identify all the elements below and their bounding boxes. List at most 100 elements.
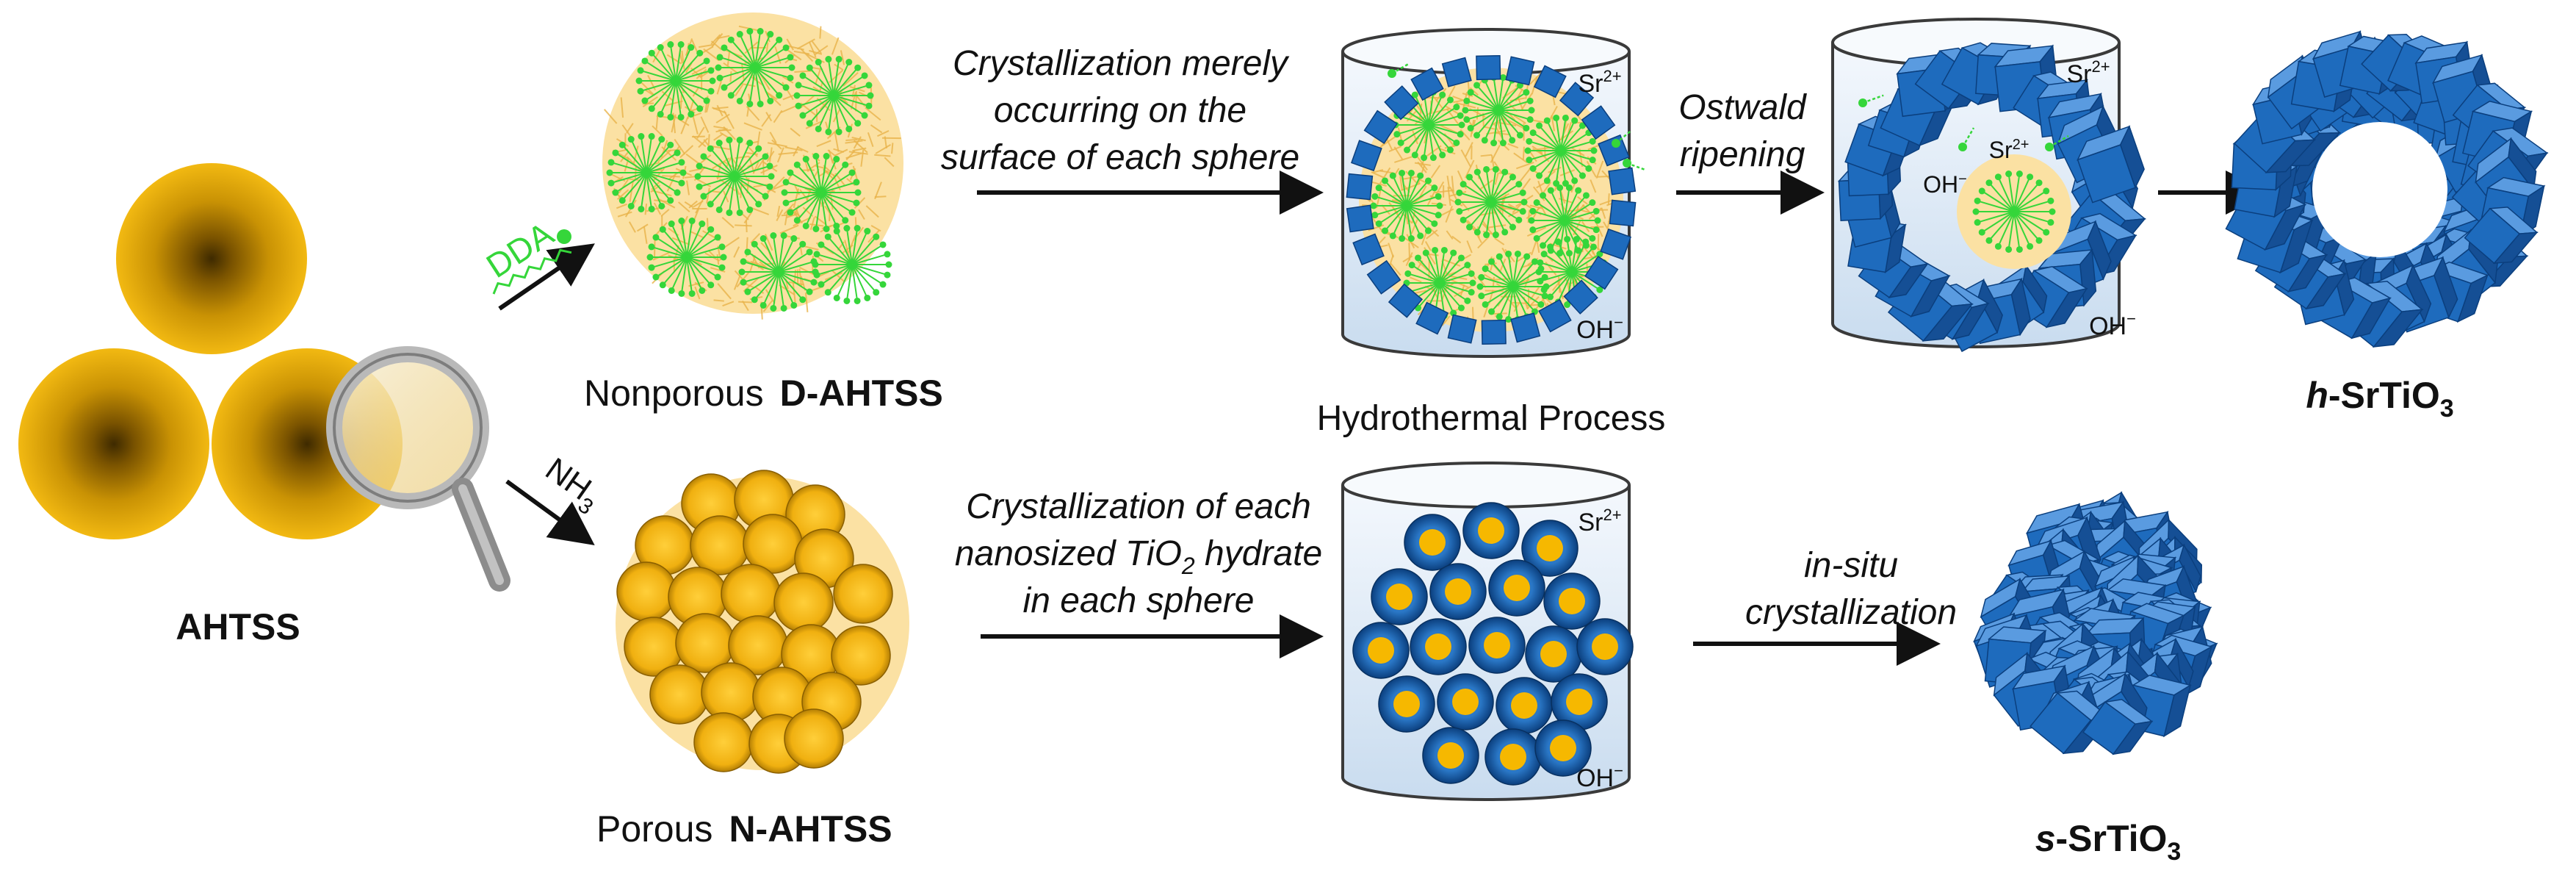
core-shell-particle: [1484, 728, 1542, 786]
dda-micelle: [738, 232, 819, 312]
core-shell-particle: [1410, 618, 1467, 675]
h-srtio3-hollow-sphere: [2225, 29, 2549, 348]
srtio3-nucleus: [1581, 105, 1616, 140]
dda-micelle: [781, 153, 862, 232]
n-ahtss-name: N-AHTSS: [729, 808, 892, 850]
srtio3-nucleus: [1447, 314, 1477, 344]
core-shell-particle: [1404, 514, 1461, 571]
s-srtio3-solid-sphere: [1973, 491, 2218, 755]
beaker-top-2: Sr2+ Sr2+ OH− OH−: [1831, 18, 2146, 353]
dda-micelle: [1454, 165, 1528, 239]
tio2-nanosphere: [701, 662, 761, 722]
beaker-top-1: Sr2+ OH−: [1341, 28, 1647, 358]
d-ahtss-label: Nonporous D-AHTSS: [584, 373, 943, 414]
tio2-nanospheres: [616, 470, 893, 774]
srtio3-nucleus: [1415, 301, 1449, 335]
dda-micelle: [646, 218, 727, 297]
srtio3-nucleus: [1366, 259, 1401, 295]
dda-micelle-core: [1972, 170, 2056, 253]
ahtss-sphere-left: [18, 348, 209, 539]
sr-ion-label: Sr2+: [2066, 57, 2110, 88]
ostwald-line-2: ripening: [1680, 135, 1805, 174]
released-dda-molecules: [1388, 62, 1647, 171]
oh-ion-label: OH−: [1576, 313, 1623, 344]
srtio3-nucleus: [1346, 204, 1374, 233]
bottom-step-caption: Crystallization of each nanosized TiO2 h…: [955, 487, 1322, 620]
dda-micelle: [635, 41, 716, 121]
srtio3-nucleus: [1598, 134, 1630, 167]
dda-micelle: [1370, 169, 1443, 243]
core-shell-particle: [1352, 622, 1410, 679]
dda-molecule: [1858, 94, 1884, 107]
released-dda-molecules: [1858, 94, 2069, 151]
tio2-nanosphere: [784, 708, 844, 769]
dda-micelle: [793, 56, 874, 135]
srtio3-nucleus: [1608, 167, 1637, 195]
oh-ion-label: OH−: [2089, 309, 2136, 340]
top-step-line-1: Crystallization merely: [953, 44, 1290, 83]
tio2-nanosphere: [693, 712, 754, 772]
tio2-nanosphere: [616, 561, 677, 622]
srtio3-nucleus: [1584, 255, 1619, 290]
sr-ion-label: Sr2+: [1578, 506, 1621, 536]
srtio3-cube: [2077, 125, 2145, 204]
srtio3-nucleus: [1559, 82, 1595, 117]
d-ahtss-name: D-AHTSS: [780, 373, 943, 414]
dda-micelle: [715, 28, 795, 107]
core-shell-particle: [1525, 625, 1582, 683]
tio2-nanosphere: [721, 564, 781, 624]
dda-molecule: [1388, 62, 1410, 78]
top-step-line-3: surface of each sphere: [941, 138, 1299, 177]
srtio3-nucleus: [1510, 312, 1541, 343]
srtio3-nucleus: [1505, 56, 1535, 86]
bottom-step-line-1: Crystallization of each: [966, 487, 1311, 526]
core-shell-particle: [1378, 675, 1435, 733]
tio2-nanosphere: [773, 572, 834, 633]
d-ahtss-particle: [602, 12, 903, 320]
core-shell-particle: [1488, 559, 1545, 617]
dda-molecule: [1612, 129, 1633, 148]
srtio3-nucleus: [1600, 228, 1631, 260]
srtio3-nucleus: [1352, 233, 1385, 266]
insitu-caption: in-situ crystallization: [1745, 546, 1957, 632]
dda-micelle: [1972, 170, 2056, 253]
dda-arrow: [498, 243, 595, 311]
dda-molecule: [1623, 159, 1647, 171]
porous-word: Porous: [596, 808, 712, 850]
nh3-arrow: [505, 479, 595, 546]
srtio3-nucleus: [1363, 110, 1398, 145]
h-srtio3-label: h-SrTiO3: [2306, 375, 2453, 423]
dda-molecule: [2045, 134, 2069, 151]
srtio3-cube: [2464, 207, 2539, 265]
insitu-line-2: crystallization: [1745, 593, 1957, 632]
core-shell-particle: [1576, 618, 1634, 675]
core-shell-particle: [1468, 617, 1526, 674]
sr-ion-label-inner: Sr2+: [1989, 137, 2030, 163]
srtio3-surface-crystals: [1346, 54, 1637, 345]
core-shell-particle: [1551, 673, 1608, 730]
dda-micelle: [812, 225, 892, 304]
s-srtio3-label: s-SrTiO3: [2035, 818, 2182, 866]
tio2-nanosphere: [831, 625, 891, 686]
srtio3-nucleus: [1441, 57, 1472, 87]
core-shell-particle: [1462, 502, 1520, 559]
nonporous-word: Nonporous: [584, 373, 764, 414]
bottom-step-line-2: nanosized TiO2 hydrate: [955, 534, 1322, 579]
srtio3-nucleus: [1563, 279, 1598, 315]
insitu-line-1: in-situ: [1804, 546, 1898, 585]
ostwald-line-1: Ostwald: [1678, 88, 1807, 127]
srtio3-nucleus: [1388, 283, 1424, 318]
srtio3-crystal-shell: [1837, 42, 2146, 353]
sr-ion-label: Sr2+: [1578, 67, 1621, 98]
bottom-step-line-3: in each sphere: [1023, 581, 1255, 620]
ahtss-label: AHTSS: [176, 606, 300, 647]
srtio3-nucleus: [1538, 298, 1572, 333]
srtio3-cube: [2082, 698, 2154, 755]
ostwald-caption: Ostwald ripening: [1678, 88, 1807, 174]
n-ahtss-label: Porous N-AHTSS: [596, 808, 892, 850]
magnifying-glass-icon: [326, 346, 510, 592]
dda-micelle: [694, 137, 775, 216]
srtio3-nucleus: [1476, 54, 1501, 81]
oh-ion-label-inner: OH−: [1923, 171, 1967, 198]
